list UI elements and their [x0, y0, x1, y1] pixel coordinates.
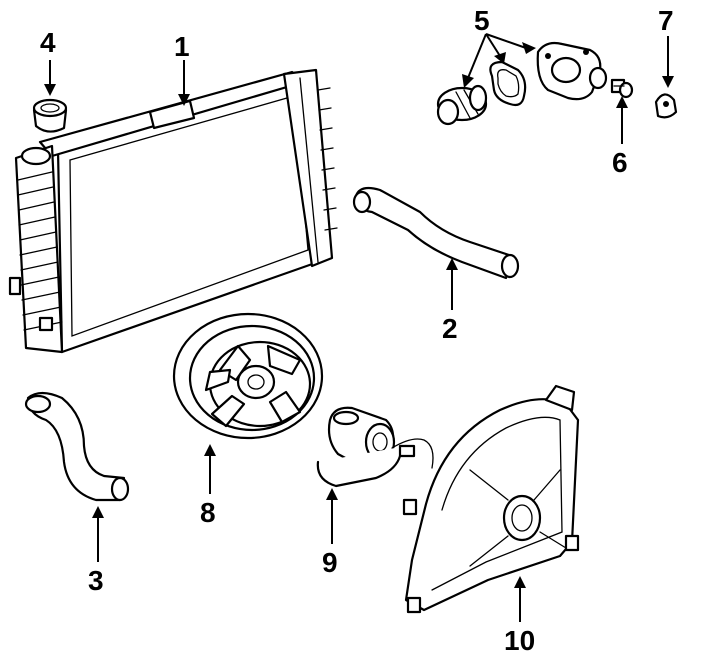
right-tank-ribs	[317, 87, 338, 231]
callout-labels: 1 2 3 4 5 6 7 8 9 10	[40, 5, 674, 656]
thermostat	[436, 84, 488, 126]
lower-radiator-hose	[24, 391, 130, 502]
shroud-struts	[469, 469, 567, 567]
callout-3: 3	[88, 565, 104, 596]
fan-assembly	[172, 312, 324, 440]
thermostat-housing	[536, 41, 608, 101]
leader-lines	[44, 33, 674, 622]
radiator-cap	[32, 98, 68, 133]
callout-2: 2	[442, 313, 458, 344]
radiator	[8, 68, 338, 354]
callout-5: 5	[474, 5, 490, 36]
fan-motor	[316, 406, 434, 488]
thermostat-assembly	[436, 41, 608, 126]
temperature-sensor	[610, 78, 634, 99]
callout-8: 8	[200, 497, 216, 528]
fan-shroud	[402, 384, 580, 614]
callout-1: 1	[174, 31, 190, 62]
callout-7: 7	[658, 5, 674, 36]
callout-4: 4	[40, 27, 56, 58]
left-tank-ribs	[17, 171, 63, 331]
callout-6: 6	[612, 147, 628, 178]
callout-10: 10	[504, 625, 535, 656]
fan-blades	[204, 344, 302, 428]
temperature-switch	[654, 93, 678, 119]
upper-radiator-hose	[352, 186, 520, 280]
callout-9: 9	[322, 547, 338, 578]
thermostat-gasket	[489, 60, 527, 107]
